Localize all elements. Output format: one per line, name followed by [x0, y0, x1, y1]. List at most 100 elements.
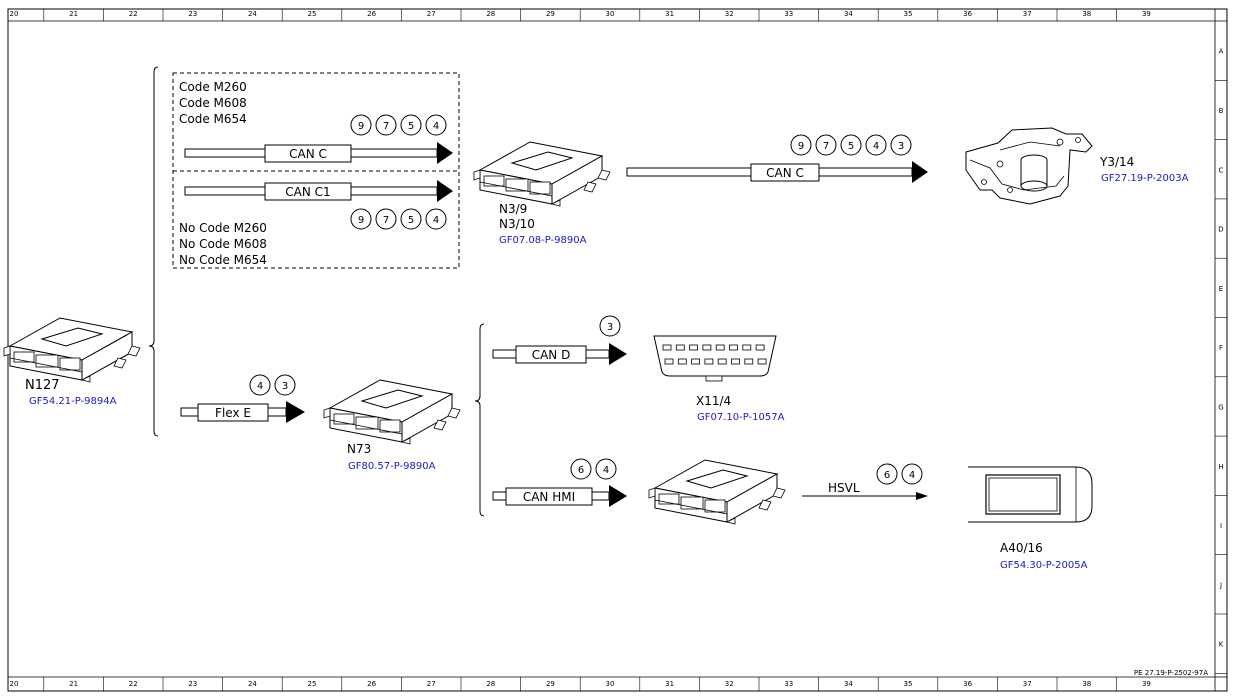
socket-pin — [664, 358, 674, 365]
circle-number: 4 — [433, 215, 439, 226]
n73-control-unit: N73 GF80.57-P-9890A — [323, 379, 461, 472]
can-hmi-bus: CAN HMI — [492, 485, 627, 507]
column-number: 26 — [367, 10, 376, 18]
circle-number: 7 — [823, 141, 829, 152]
x11-4-diagnostic-socket: X11/4 GF07.10-P-1057A — [653, 335, 785, 423]
circle-marker — [375, 114, 397, 136]
circle-number: 9 — [358, 121, 364, 132]
circle-marker — [274, 374, 296, 396]
circle-marker — [865, 134, 887, 156]
column-number: 21 — [69, 10, 78, 18]
n73-reference: GF80.57-P-9890A — [348, 461, 436, 472]
column-number: 23 — [188, 10, 197, 18]
main-bracket — [148, 66, 159, 437]
row-letter: D — [1218, 226, 1223, 234]
circle-number: 4 — [257, 381, 263, 392]
circle-marker — [890, 134, 912, 156]
column-number: 36 — [963, 680, 972, 688]
column-number: 34 — [844, 680, 853, 688]
circle-marker — [400, 208, 422, 230]
column-number: 30 — [606, 10, 615, 18]
code-with-3: Code M654 — [179, 112, 247, 126]
column-number: 23 — [188, 680, 197, 688]
column-number: 27 — [427, 10, 436, 18]
column-number: 28 — [486, 680, 495, 688]
row-letter: F — [1219, 344, 1223, 352]
circle-number: 9 — [358, 215, 364, 226]
code-with-2: Code M608 — [179, 96, 247, 110]
column-number: 36 — [963, 10, 972, 18]
flex-e-label: Flex E — [215, 406, 251, 420]
column-number: 28 — [486, 10, 495, 18]
circle-number: 4 — [433, 121, 439, 132]
row-letter: J — [1219, 581, 1222, 589]
circle-number: 5 — [408, 121, 414, 132]
n127-label: N127 — [25, 378, 60, 393]
column-number: 25 — [308, 10, 317, 18]
socket-pin — [675, 344, 685, 351]
circle-marker — [400, 114, 422, 136]
row-letter: H — [1218, 463, 1223, 471]
circle-marker — [570, 458, 592, 480]
row-letter: I — [1220, 522, 1222, 530]
code-without-1: No Code M260 — [179, 221, 267, 235]
n73-label: N73 — [347, 442, 371, 456]
column-number: 22 — [129, 680, 138, 688]
socket-pin — [744, 358, 754, 365]
column-number: 35 — [904, 680, 913, 688]
n127-reference: GF54.21-P-9894A — [29, 396, 117, 407]
circle-marker — [425, 114, 447, 136]
column-number: 37 — [1023, 680, 1032, 688]
socket-pin — [691, 358, 700, 365]
circle-marker — [901, 463, 923, 485]
column-number: 22 — [129, 10, 138, 18]
row-letter: K — [1219, 641, 1224, 649]
socket-pin — [702, 344, 712, 351]
socket-pin — [717, 358, 727, 365]
circle-marker — [876, 463, 898, 485]
circle-number: 4 — [603, 465, 609, 476]
socket-pin — [729, 344, 738, 351]
document-number: PE 27.19-P-2502-97A — [1134, 669, 1208, 677]
can-c-bus: CAN C — [184, 142, 453, 164]
circle-number: 7 — [383, 215, 389, 226]
circle-marker — [249, 374, 271, 396]
n3-reference: GF07.08-P-9890A — [499, 235, 587, 246]
n3-control-unit: N3/9 N3/10 GF07.08-P-9890A — [473, 141, 611, 246]
can-c1-label: CAN C1 — [285, 185, 330, 199]
circle-number: 7 — [383, 121, 389, 132]
column-number: 20 — [10, 10, 19, 18]
y3-14-label: Y3/14 — [1099, 155, 1134, 169]
column-number: 35 — [904, 10, 913, 18]
column-number: 31 — [665, 10, 674, 18]
circle-marker — [599, 315, 621, 337]
code-without-3: No Code M654 — [179, 253, 267, 267]
column-number: 39 — [1142, 10, 1151, 18]
circle-number: 5 — [408, 215, 414, 226]
can-d-circles: 3 — [599, 315, 621, 337]
row-letter: E — [1219, 285, 1223, 293]
column-number: 39 — [1142, 680, 1151, 688]
circle-marker — [595, 458, 617, 480]
column-number: 25 — [308, 680, 317, 688]
circle-marker — [790, 134, 812, 156]
socket-pin — [757, 358, 767, 365]
column-number: 27 — [427, 680, 436, 688]
code-without-2: No Code M608 — [179, 237, 267, 251]
socket-pin — [662, 344, 672, 351]
a40-16-display: A40/16 GF54.30-P-2005A — [968, 466, 1093, 571]
circle-number: 3 — [898, 141, 904, 152]
circle-number: 4 — [909, 470, 915, 481]
row-ruler: ABCDEFGHIJKL — [1215, 48, 1227, 700]
row-letter: G — [1218, 403, 1223, 411]
circle-number: 4 — [873, 141, 879, 152]
socket-pin — [689, 344, 698, 351]
y3-14-valve-unit: Y3/14 GF27.19-P-2003A — [965, 127, 1189, 205]
socket-pin — [731, 358, 740, 365]
socket-pin — [677, 358, 687, 365]
